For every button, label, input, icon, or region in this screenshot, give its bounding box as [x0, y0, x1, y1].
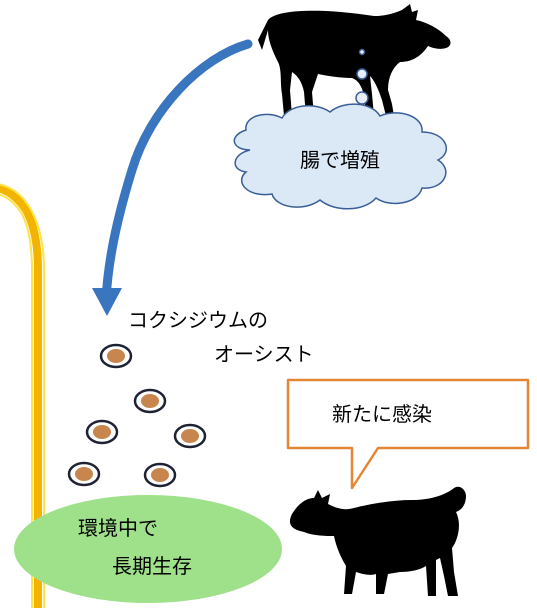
small-oocyst-icon — [355, 91, 369, 105]
small-oocyst-icon — [358, 48, 366, 56]
cloud-icon — [233, 103, 448, 210]
oocyst-icon — [85, 419, 119, 445]
environment-ellipse — [14, 495, 282, 603]
oocyst-group — [67, 343, 207, 488]
cow-silhouette-icon — [258, 4, 451, 116]
environment-label-line2: 長期生存 — [112, 554, 192, 578]
small-oocyst-icon — [356, 68, 368, 80]
oocyst-icon — [67, 461, 101, 487]
speech-bubble-icon — [286, 378, 530, 490]
intestine-label: 腸で増殖 — [300, 148, 380, 172]
oocyst-label-line1: コクシジウムの — [128, 308, 268, 332]
oocyst-icon — [173, 423, 207, 449]
oocyst-icon — [99, 343, 133, 369]
oocyst-icon — [133, 388, 167, 414]
environment-label-line1: 環境中で — [78, 516, 158, 540]
calf-silhouette-icon — [289, 486, 466, 596]
arrow-head-icon — [92, 288, 122, 316]
speech-label: 新たに感染 — [332, 402, 432, 426]
left-frame — [0, 183, 45, 608]
oocyst-label-line2: オーシスト — [214, 342, 314, 366]
oocyst-icon — [143, 462, 177, 488]
curved-arrow-icon — [101, 39, 253, 305]
